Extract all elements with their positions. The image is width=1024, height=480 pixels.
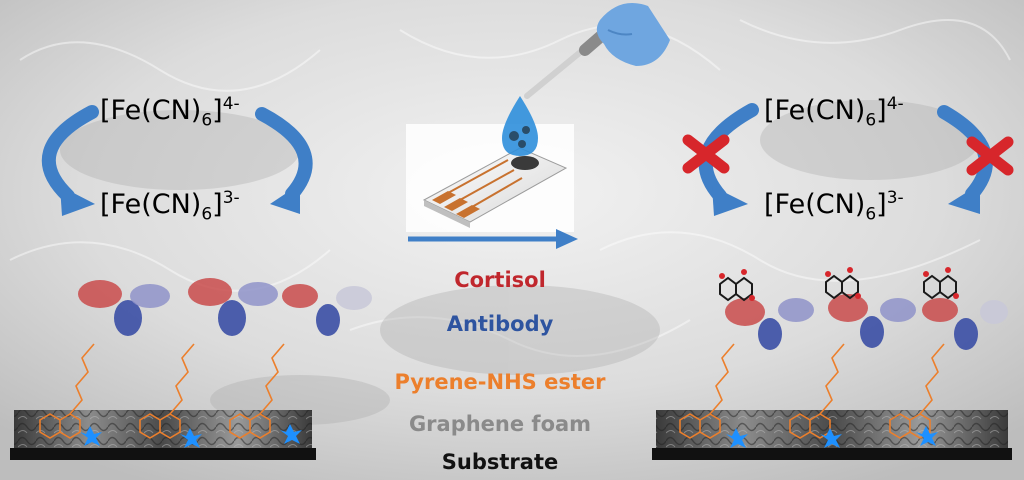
left-cycle-arrow-right [255,107,313,201]
electrode-pad [444,198,468,211]
antibody-icon [78,278,372,336]
pyrene-linker [39,343,285,439]
right-redox-cycle [682,103,1014,216]
droplet-icon [502,96,538,156]
glove-icon [596,3,670,66]
left-bottom-species: [Fe(CN)6]3- [100,188,240,225]
electrode-pad [456,205,480,218]
left-cycle-arrow-left [41,105,99,203]
redox-star-icon [80,424,302,448]
left-redox-cycle [41,105,313,216]
electrode-pad [432,191,456,204]
right-electrode-stack [652,267,1012,460]
legend-cortisol: Cortisol [454,268,546,292]
cortisol-molecule-icon [719,267,959,302]
background-texture [9,19,1011,357]
right-top-species: [Fe(CN)6]4- [764,94,904,131]
right-bottom-species: [Fe(CN)6]3- [764,188,904,225]
sensor-chip-icon [406,124,574,232]
arrow-head-icon [712,186,748,216]
legend-graphene: Graphene foam [408,412,592,436]
cross-icon [682,134,730,174]
working-electrode [511,156,539,170]
legend-pyrene: Pyrene-NHS ester [394,370,606,394]
left-top-species: [Fe(CN)6]4- [100,94,240,131]
arrow-head-icon [60,186,95,216]
substrate-layer [10,448,316,460]
process-arrow-icon [408,229,578,249]
legend-antibody: Antibody [446,312,554,336]
antibody-icon [725,294,1008,350]
cross-icon [966,136,1014,176]
left-electrode-stack [10,278,372,460]
arrow-head-icon [270,184,300,214]
background-shadows [60,100,980,425]
legend-substrate: Substrate [441,450,559,474]
redox-star-icon [726,426,938,448]
arrow-head-icon [948,184,980,214]
substrate-layer [652,448,1012,460]
